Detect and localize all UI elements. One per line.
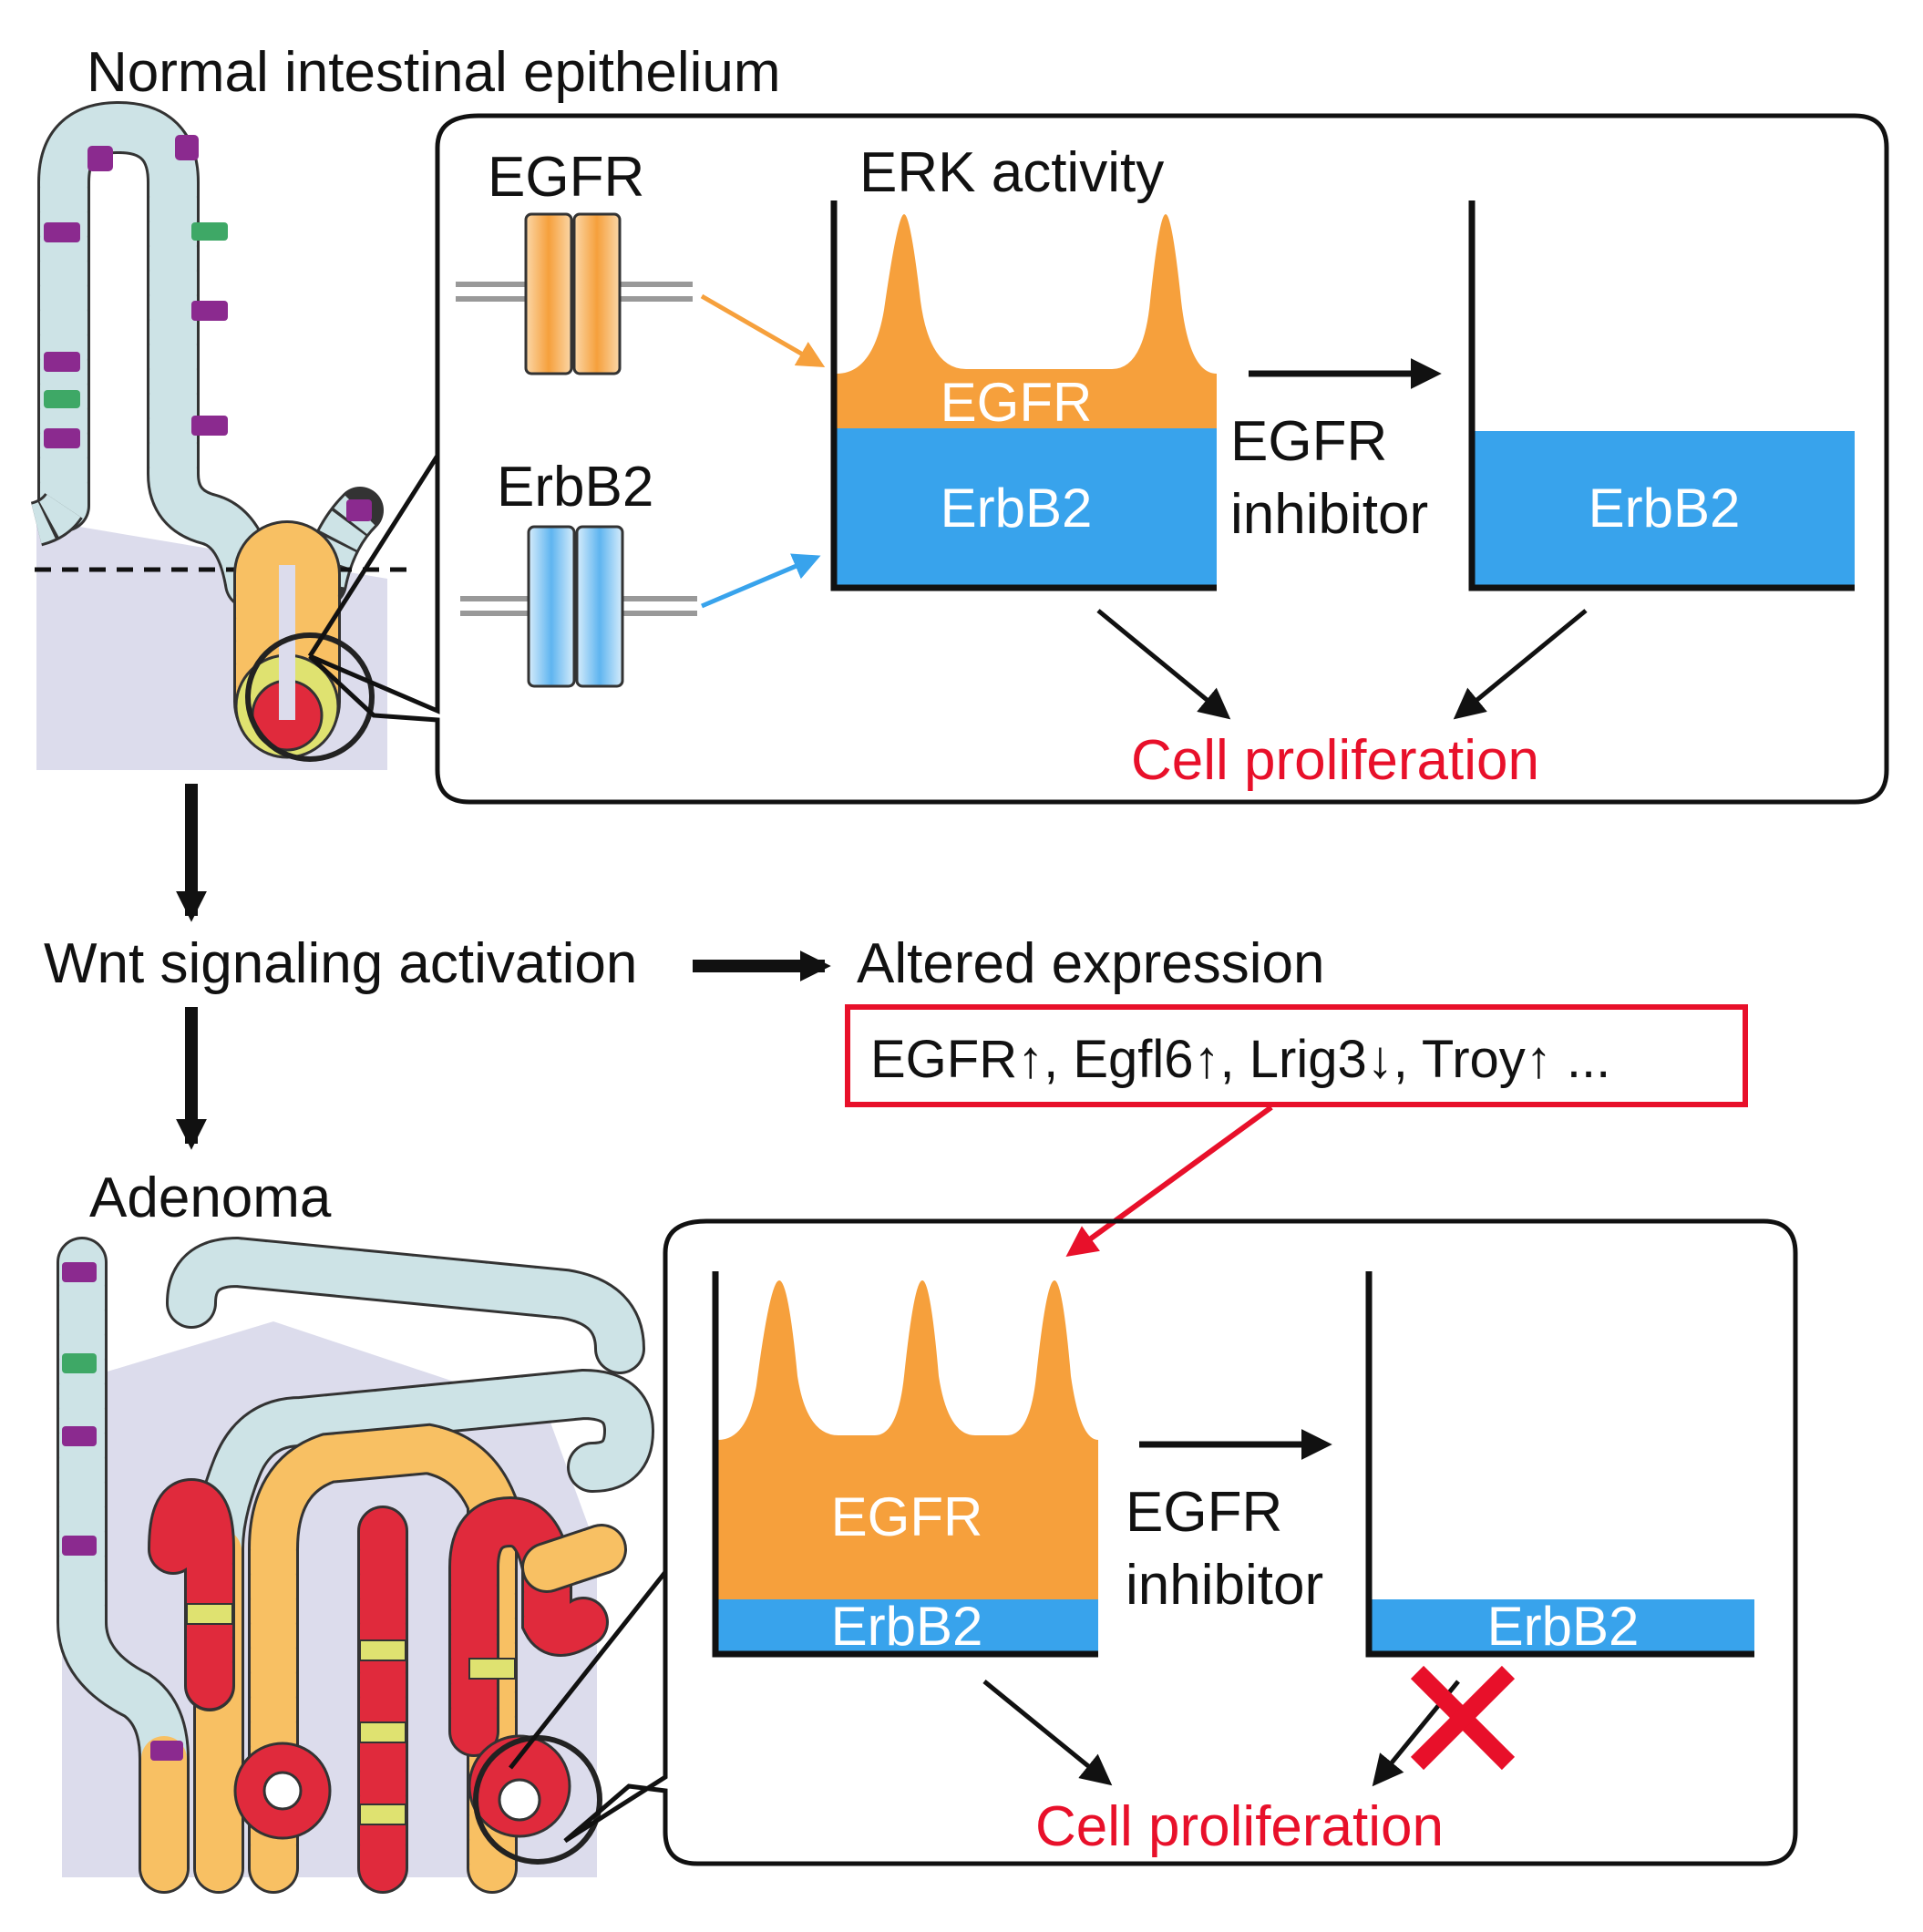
erk-activity-label: ERK activity xyxy=(859,141,1164,204)
top-callout-line xyxy=(307,454,440,658)
altered-expression-label: Altered expression xyxy=(857,932,1325,995)
top-after-axes xyxy=(1468,200,1855,591)
egfr-to-erk-arrow xyxy=(700,293,826,367)
top-after-to-proliferation-arrow xyxy=(1453,609,1588,720)
adenoma-crypt-organoid xyxy=(233,1734,571,1840)
bottom-erbb2-band xyxy=(718,1599,1098,1654)
egfr-receptor-icon xyxy=(456,212,693,375)
bottom-plot-egfr-label: EGFR xyxy=(831,1486,983,1547)
bottom-panel-frame xyxy=(563,1218,1798,1866)
bottom-after-erbb2-band xyxy=(1372,1599,1754,1654)
bottom-erk-plot-before: EGFR ErbB2 xyxy=(712,1271,1098,1658)
bottom-after-axes xyxy=(1365,1271,1754,1658)
adenoma-illustration xyxy=(57,1236,655,1894)
goblet-cells xyxy=(44,135,372,521)
tuft-cells xyxy=(44,222,228,408)
top-erk-plot-after: ErbB2 xyxy=(1468,200,1855,591)
top-before-to-proliferation-arrow xyxy=(1096,609,1231,720)
bottom-panel: EGFR ErbB2 EGFR inhibitor ErbB2 Cell pro… xyxy=(509,1218,1798,1866)
blocked-x-icon xyxy=(1410,1665,1516,1771)
adenoma-tuft-cell xyxy=(62,1353,97,1373)
egfr-receptor-label: EGFR xyxy=(488,146,644,209)
erbb2-to-erk-arrow xyxy=(701,553,821,609)
bottom-erk-plot-after: ErbB2 xyxy=(1365,1271,1754,1658)
adenoma-title: Adenoma xyxy=(89,1166,332,1229)
top-egfr-band xyxy=(837,214,1217,428)
bottom-cell-proliferation-label: Cell proliferation xyxy=(1035,1795,1444,1858)
top-inhibitor-line1: EGFR xyxy=(1230,410,1387,473)
bottom-plot-axes xyxy=(712,1271,1098,1658)
normal-epithelium-title: Normal intestinal epithelium xyxy=(87,41,781,104)
bottom-plot-erbb2-label: ErbB2 xyxy=(831,1596,983,1657)
adenoma-goblet-cells xyxy=(62,1262,183,1761)
top-after-erbb2-label: ErbB2 xyxy=(1589,478,1741,539)
top-plot-egfr-label: EGFR xyxy=(941,372,1093,433)
top-erbb2-band xyxy=(837,428,1217,588)
erbb2-receptor-label: ErbB2 xyxy=(497,456,653,519)
erbb2-receptor-icon xyxy=(460,525,697,688)
top-plot-erbb2-label: ErbB2 xyxy=(941,478,1093,539)
adenoma-yellow-paneth-cells xyxy=(186,1603,516,1825)
wnt-signaling-label: Wnt signaling activation xyxy=(44,932,637,995)
bottom-inhibitor-line1: EGFR xyxy=(1126,1481,1282,1544)
gene-list-to-adenoma-arrow xyxy=(1065,1105,1273,1257)
normal-epithelium-illustration xyxy=(30,100,410,770)
bottom-after-erbb2-label: ErbB2 xyxy=(1487,1596,1640,1657)
bottom-before-to-proliferation-arrow xyxy=(982,1680,1113,1786)
gene-list-box xyxy=(845,1004,1748,1107)
bottom-callout-line xyxy=(509,1570,667,1770)
bottom-egfr-band xyxy=(718,1280,1098,1599)
top-panel: EGFR ErbB2 ERK activity EGFR ErbB2 EGFR … xyxy=(307,113,1889,805)
gene-list-text: EGFR↑, Egfl6↑, Lrig3↓, Troy↑ ... xyxy=(870,1030,1610,1089)
normal-crypt-magnifier xyxy=(245,632,375,762)
top-inhibitor-line2: inhibitor xyxy=(1230,483,1428,546)
top-cell-proliferation-label: Cell proliferation xyxy=(1131,729,1539,792)
bottom-inhibitor-line2: inhibitor xyxy=(1126,1554,1323,1617)
top-panel-frame xyxy=(308,113,1889,805)
normal-villus-cells xyxy=(30,100,384,610)
adenoma-crypt-magnifier xyxy=(473,1735,602,1865)
top-after-erbb2-band xyxy=(1475,431,1855,588)
top-plot-axes xyxy=(830,200,1217,591)
top-erk-plot-before: EGFR ErbB2 xyxy=(830,200,1217,591)
